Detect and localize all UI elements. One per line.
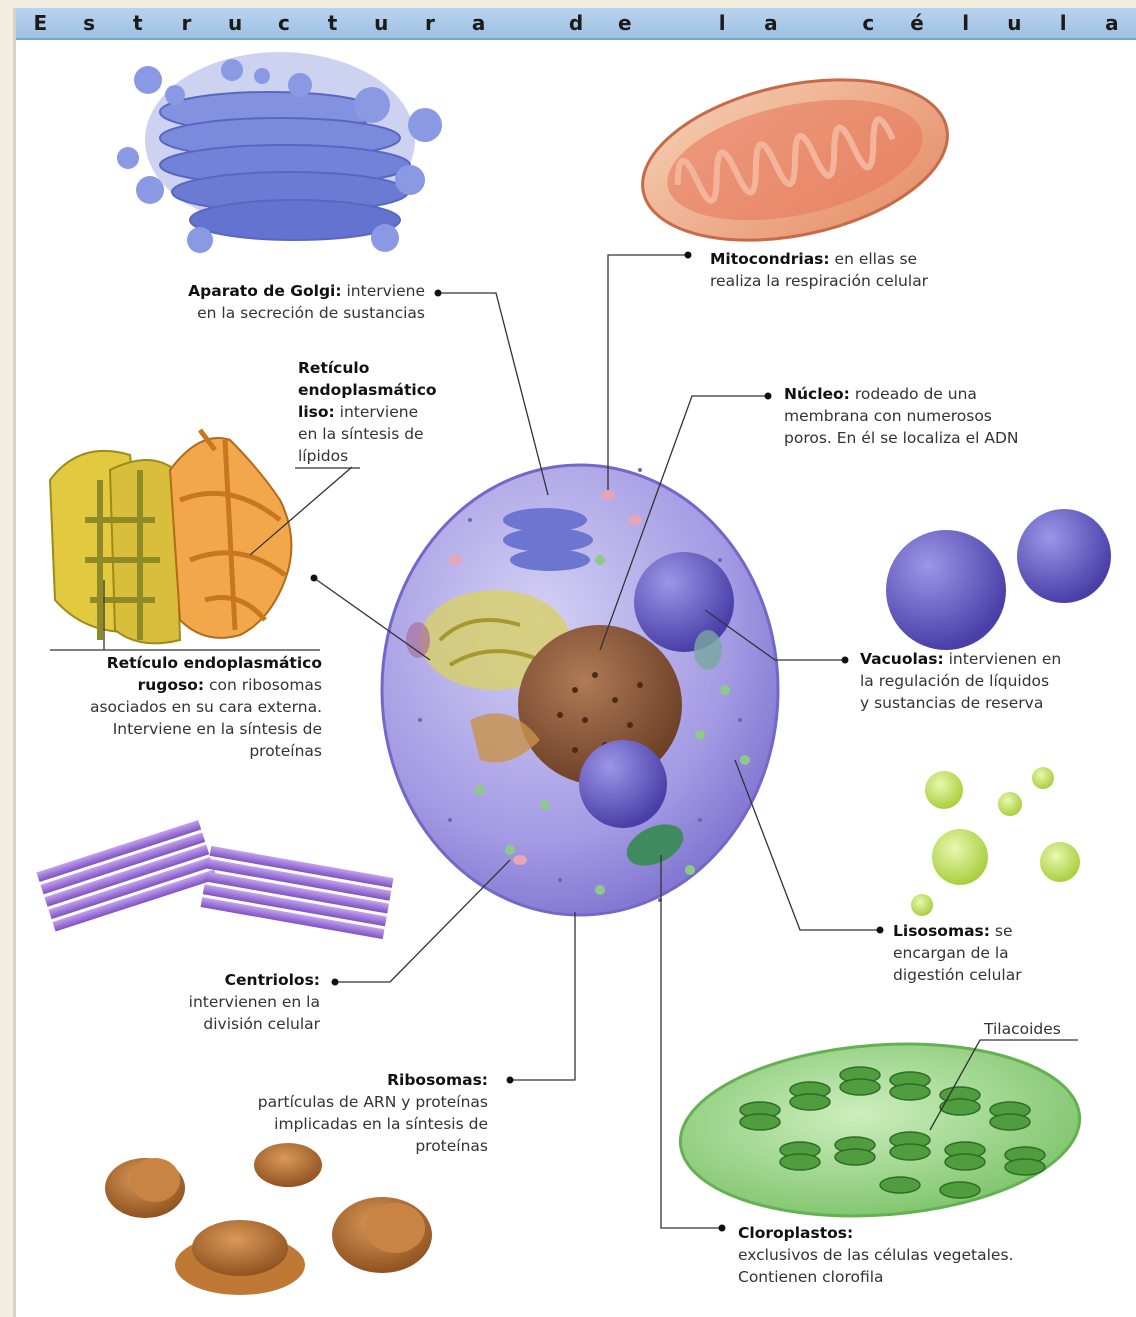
cloroplastos-term: Cloroplastos: [738,1224,853,1242]
lisosomas-line3: digestión celular [893,964,1093,986]
rel-line2: endoplasmático [298,381,437,399]
vacuoles-illustration [886,509,1111,650]
lysosomes-illustration [911,767,1080,916]
rer-term: rugoso: [138,676,205,694]
label-vacuolas: Vacuolas: intervienen en la regulación d… [860,648,1130,714]
golgi-line2: en la secreción de sustancias [95,302,425,324]
centriolos-line2: intervienen en la [120,991,320,1013]
cloroplastos-line2: exclusivos de las células vegetales. [738,1244,1108,1266]
golgi-term: Aparato de Golgi: [188,282,341,300]
lisosomas-line2: encargan de la [893,942,1093,964]
mitocondrias-desc: en ellas se [835,250,918,268]
centriolos-term: Centriolos: [225,971,320,989]
rer-line5: proteínas [30,740,322,762]
rer-desc: con ribosomas [209,676,322,694]
nucleo-term: Núcleo: [784,385,850,403]
golgi-illustration [117,52,442,253]
rer-line4: Interviene en la síntesis de [30,718,322,740]
label-centriolos: Centriolos: intervienen en la división c… [120,969,320,1035]
cloroplastos-line3: Contienen clorofila [738,1266,1108,1288]
label-cloroplastos: Cloroplastos: exclusivos de las células … [738,1222,1108,1288]
er-illustration [50,430,291,643]
ribosomas-line4: proteínas [180,1135,488,1157]
ribosomas-line2: partículas de ARN y proteínas [180,1091,488,1113]
rer-line1: Retículo endoplasmático [107,654,322,672]
label-mitocondrias: Mitocondrias: en ellas se realiza la res… [710,248,1010,292]
label-nucleo: Núcleo: rodeado de una membrana con nume… [784,383,1114,449]
vacuolas-line2: la regulación de líquidos [860,670,1130,692]
label-tilacoides: Tilacoides [984,1018,1094,1040]
lisosomas-term: Lisosomas: [893,922,990,940]
tilacoides-text: Tilacoides [984,1018,1094,1040]
label-lisosomas: Lisosomas: se encargan de la digestión c… [893,920,1093,986]
rel-desc: interviene [340,403,419,421]
cell-vacuole-top [634,552,734,652]
mitochondria-illustration [628,54,962,265]
cell-vacuole-bottom [579,740,667,828]
cell-body [382,465,778,915]
lisosomas-desc: se [995,922,1013,940]
vacuolas-line3: y sustancias de reserva [860,692,1130,714]
rer-line3: asociados en su cara externa. [30,696,322,718]
ribosomas-line3: implicadas en la síntesis de [180,1113,488,1135]
nucleo-line2: membrana con numerosos [784,405,1114,427]
label-rel: Retículo endoplasmático liso: interviene… [298,357,498,467]
label-golgi: Aparato de Golgi: interviene en la secre… [95,280,425,324]
cell-golgi [503,508,593,571]
vacuolas-desc: intervienen en [949,650,1062,668]
nucleo-line3: poros. En él se localiza el ADN [784,427,1114,449]
vacuolas-term: Vacuolas: [860,650,944,668]
golgi-desc: interviene [347,282,426,300]
ribosomes-illustration [105,1143,432,1295]
rel-line5: lípidos [298,445,498,467]
centrioles-illustration [36,820,393,939]
ribosomas-term: Ribosomas: [387,1071,488,1089]
label-ribosomas: Ribosomas: partículas de ARN y proteínas… [180,1069,488,1157]
rel-term: liso: [298,403,335,421]
mitocondrias-line2: realiza la respiración celular [710,270,1010,292]
centriolos-line3: división celular [120,1013,320,1035]
nucleo-desc: rodeado de una [855,385,977,403]
mitocondrias-term: Mitocondrias: [710,250,830,268]
rel-line1: Retículo [298,359,369,377]
chloroplast-illustration [675,1031,1086,1228]
label-rer: Retículo endoplasmático rugoso: con ribo… [30,652,322,762]
rel-line4: en la síntesis de [298,423,498,445]
